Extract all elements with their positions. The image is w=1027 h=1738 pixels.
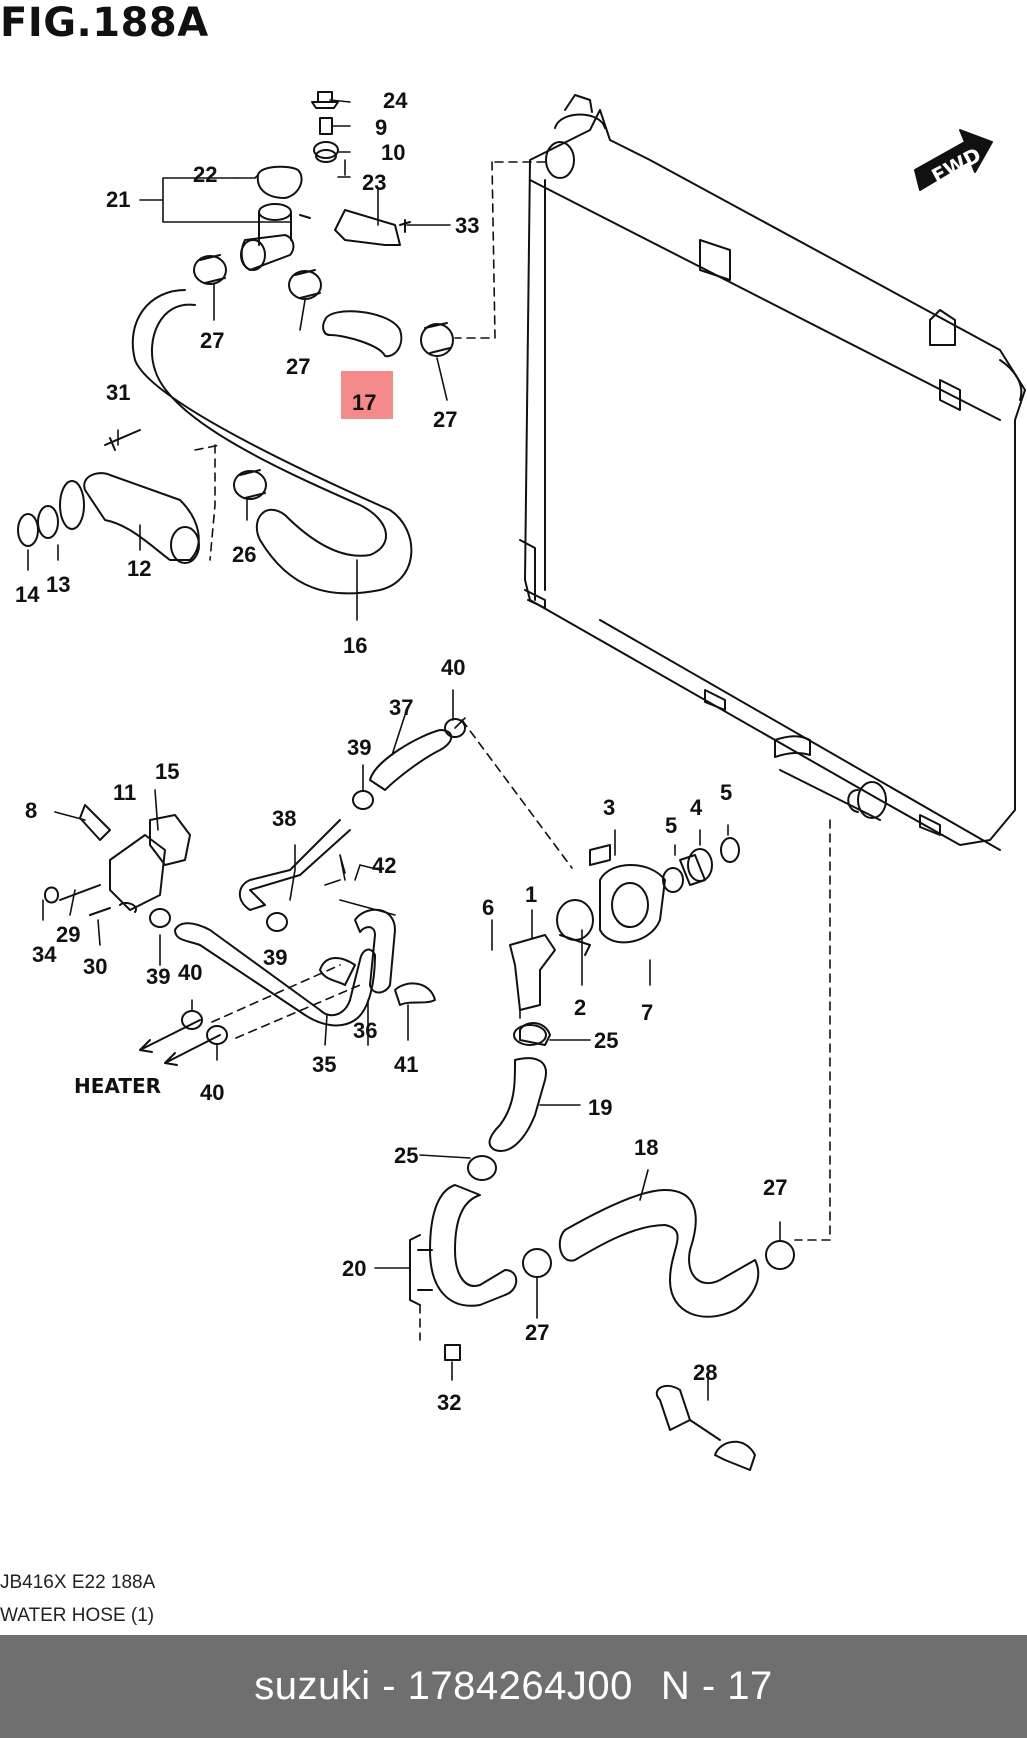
hose-holder-28 — [655, 1384, 756, 1471]
part-label-29: 29 — [56, 922, 80, 947]
part-label-5-b: 5 — [665, 813, 677, 838]
part-label-41: 41 — [394, 1052, 418, 1077]
upper-radiator-hose-16 — [131, 289, 413, 595]
fwd-arrow: FWD — [914, 129, 993, 191]
part-label-27-a: 27 — [200, 328, 224, 353]
clamps-lower — [467, 1024, 795, 1278]
footer-brand-part: suzuki - 1784264J00 — [254, 1664, 633, 1708]
part-label-20: 20 — [342, 1256, 366, 1281]
part-label-26: 26 — [232, 542, 256, 567]
part-label-40-b: 40 — [178, 960, 202, 985]
part-label-36: 36 — [353, 1018, 377, 1043]
part-label-12: 12 — [127, 556, 151, 581]
water-outlet-12 — [17, 429, 200, 564]
part-label-1: 1 — [525, 882, 537, 907]
part-label-22: 22 — [193, 162, 217, 187]
dashed-reference-lines — [194, 161, 831, 1341]
clamp-41 — [394, 982, 436, 1006]
part-label-18: 18 — [634, 1135, 658, 1160]
part-label-16: 16 — [343, 633, 367, 658]
part-label-17: 17 — [352, 390, 376, 415]
highlight-box-17 — [341, 371, 393, 419]
part-label-27-b: 27 — [286, 354, 310, 379]
part-label-5-a: 5 — [720, 780, 732, 805]
thermostat-housing-11 — [44, 804, 191, 916]
part-label-3: 3 — [603, 795, 615, 820]
part-label-10: 10 — [381, 140, 405, 165]
part-label-28: 28 — [693, 1360, 717, 1385]
figure-code: JB416X E22 188A — [0, 1572, 156, 1593]
hose-17 — [322, 310, 403, 358]
leader-lines — [27, 99, 781, 1401]
bracket-23 — [334, 209, 411, 246]
part-label-30: 30 — [83, 954, 107, 979]
part-label-34: 34 — [32, 942, 57, 967]
part-label-31: 31 — [106, 380, 130, 405]
part-label-6: 6 — [482, 895, 494, 920]
footer-ref: N - 17 — [660, 1664, 773, 1708]
part-label-2: 2 — [574, 995, 586, 1020]
part-label-13: 13 — [46, 572, 70, 597]
part-label-25-b: 25 — [394, 1143, 418, 1168]
part-label-21: 21 — [106, 187, 130, 212]
part-label-7: 7 — [641, 1000, 653, 1025]
part-label-37: 37 — [389, 695, 413, 720]
figure-title: FIG.188A — [0, 0, 209, 46]
part-label-39-c: 39 — [146, 964, 170, 989]
part-label-38: 38 — [272, 806, 296, 831]
figure-name: WATER HOSE (1) — [0, 1605, 155, 1626]
part-label-27-c: 27 — [433, 407, 457, 432]
small-clamps-39-40 — [149, 718, 466, 1045]
heater-direction-arrows — [139, 1019, 221, 1066]
part-label-25-a: 25 — [594, 1028, 618, 1053]
part-label-8: 8 — [25, 798, 37, 823]
part-label-15: 15 — [155, 759, 179, 784]
part-label-27-e: 27 — [525, 1320, 549, 1345]
part-label-27-d: 27 — [763, 1175, 787, 1200]
part-label-40-a: 40 — [441, 655, 465, 680]
part-label-4: 4 — [690, 795, 703, 820]
cap-parts-24-9-10 — [311, 91, 339, 163]
part-label-39-a: 39 — [347, 735, 371, 760]
footer-bar: suzuki - 1784264J00 N - 17 — [0, 1635, 1027, 1738]
clamps-27-upper — [193, 254, 454, 500]
part-label-35: 35 — [312, 1052, 336, 1077]
part-label-14: 14 — [15, 582, 40, 607]
hose-19 — [488, 1057, 547, 1152]
part-label-19: 19 — [588, 1095, 612, 1120]
radiator-drawing — [519, 94, 1026, 851]
part-label-24: 24 — [383, 88, 408, 113]
part-label-42: 42 — [372, 853, 396, 878]
part-labels: 24 9 10 22 23 21 33 27 27 17 27 31 26 12… — [15, 88, 787, 1415]
radiator-cap-assembly — [240, 165, 311, 271]
heater-label: HEATER — [74, 1074, 161, 1098]
bypass-pipe-and-heater-hoses — [174, 729, 453, 1027]
thermostat-and-inlet — [509, 837, 740, 1046]
part-label-23: 23 — [362, 170, 386, 195]
part-label-39-b: 39 — [263, 945, 287, 970]
exploded-view-diagram: FWD — [15, 88, 1026, 1471]
part-label-9: 9 — [375, 115, 387, 140]
part-label-40-c: 40 — [200, 1080, 224, 1105]
part-label-32: 32 — [437, 1390, 461, 1415]
lower-hoses-18-20 — [409, 1184, 760, 1361]
part-label-33: 33 — [455, 213, 479, 238]
part-label-11: 11 — [113, 780, 136, 805]
